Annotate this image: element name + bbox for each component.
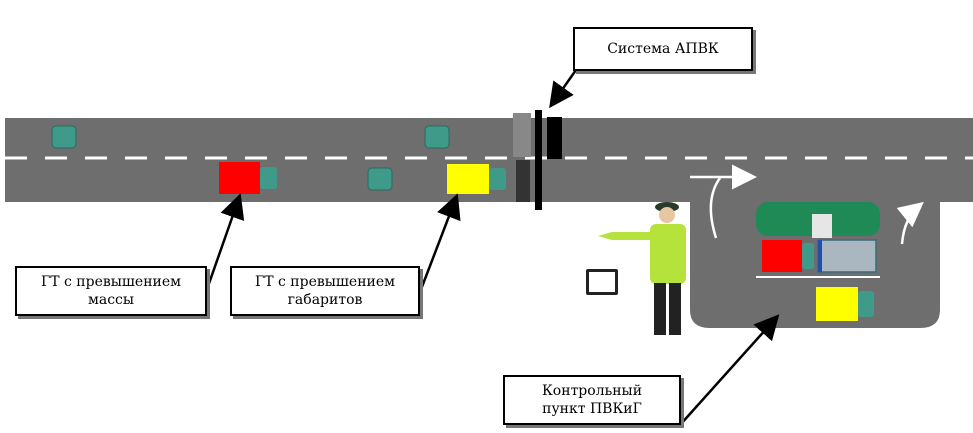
overweight-line1: ГТ с превышением bbox=[40, 274, 182, 290]
oversize-line2: габаритов bbox=[287, 292, 363, 308]
bay-red-truck bbox=[762, 239, 877, 273]
oversize-truck-label: ГТ с превышением габаритов bbox=[230, 266, 420, 316]
control-point-line2: пункт ПВКиГ bbox=[542, 401, 642, 417]
small-car-3 bbox=[367, 167, 393, 191]
point-arrow bbox=[679, 314, 780, 426]
traffic-officer bbox=[598, 202, 686, 335]
system-arrow bbox=[549, 69, 578, 109]
control-point-line1: Контрольный bbox=[541, 383, 643, 399]
exit-lane bbox=[880, 200, 940, 240]
oversize-line1: ГТ с превышением bbox=[254, 274, 396, 290]
control-point-label: Контрольный пункт ПВКиГ bbox=[503, 375, 681, 425]
overweight-line2: массы bbox=[87, 292, 135, 308]
mass-arrow bbox=[204, 193, 245, 293]
tablet-icon bbox=[586, 269, 618, 295]
apvk-system-label: Система АПВК bbox=[573, 27, 753, 71]
small-car-2 bbox=[424, 125, 450, 149]
dims-arrow bbox=[418, 193, 461, 293]
bay-yellow-truck bbox=[816, 287, 874, 321]
apvk-gantry bbox=[513, 110, 562, 210]
turn-out-arrow bbox=[896, 201, 924, 245]
apvk-system-text: Система АПВК bbox=[607, 41, 719, 57]
small-car-1 bbox=[51, 125, 77, 149]
oversize-truck bbox=[447, 164, 506, 194]
turn-in-arrow bbox=[709, 177, 722, 239]
overweight-truck-label: ГТ с превышением массы bbox=[15, 266, 207, 316]
overweight-truck bbox=[219, 162, 277, 194]
inspection-bay bbox=[690, 200, 940, 328]
hut-window bbox=[812, 214, 832, 238]
